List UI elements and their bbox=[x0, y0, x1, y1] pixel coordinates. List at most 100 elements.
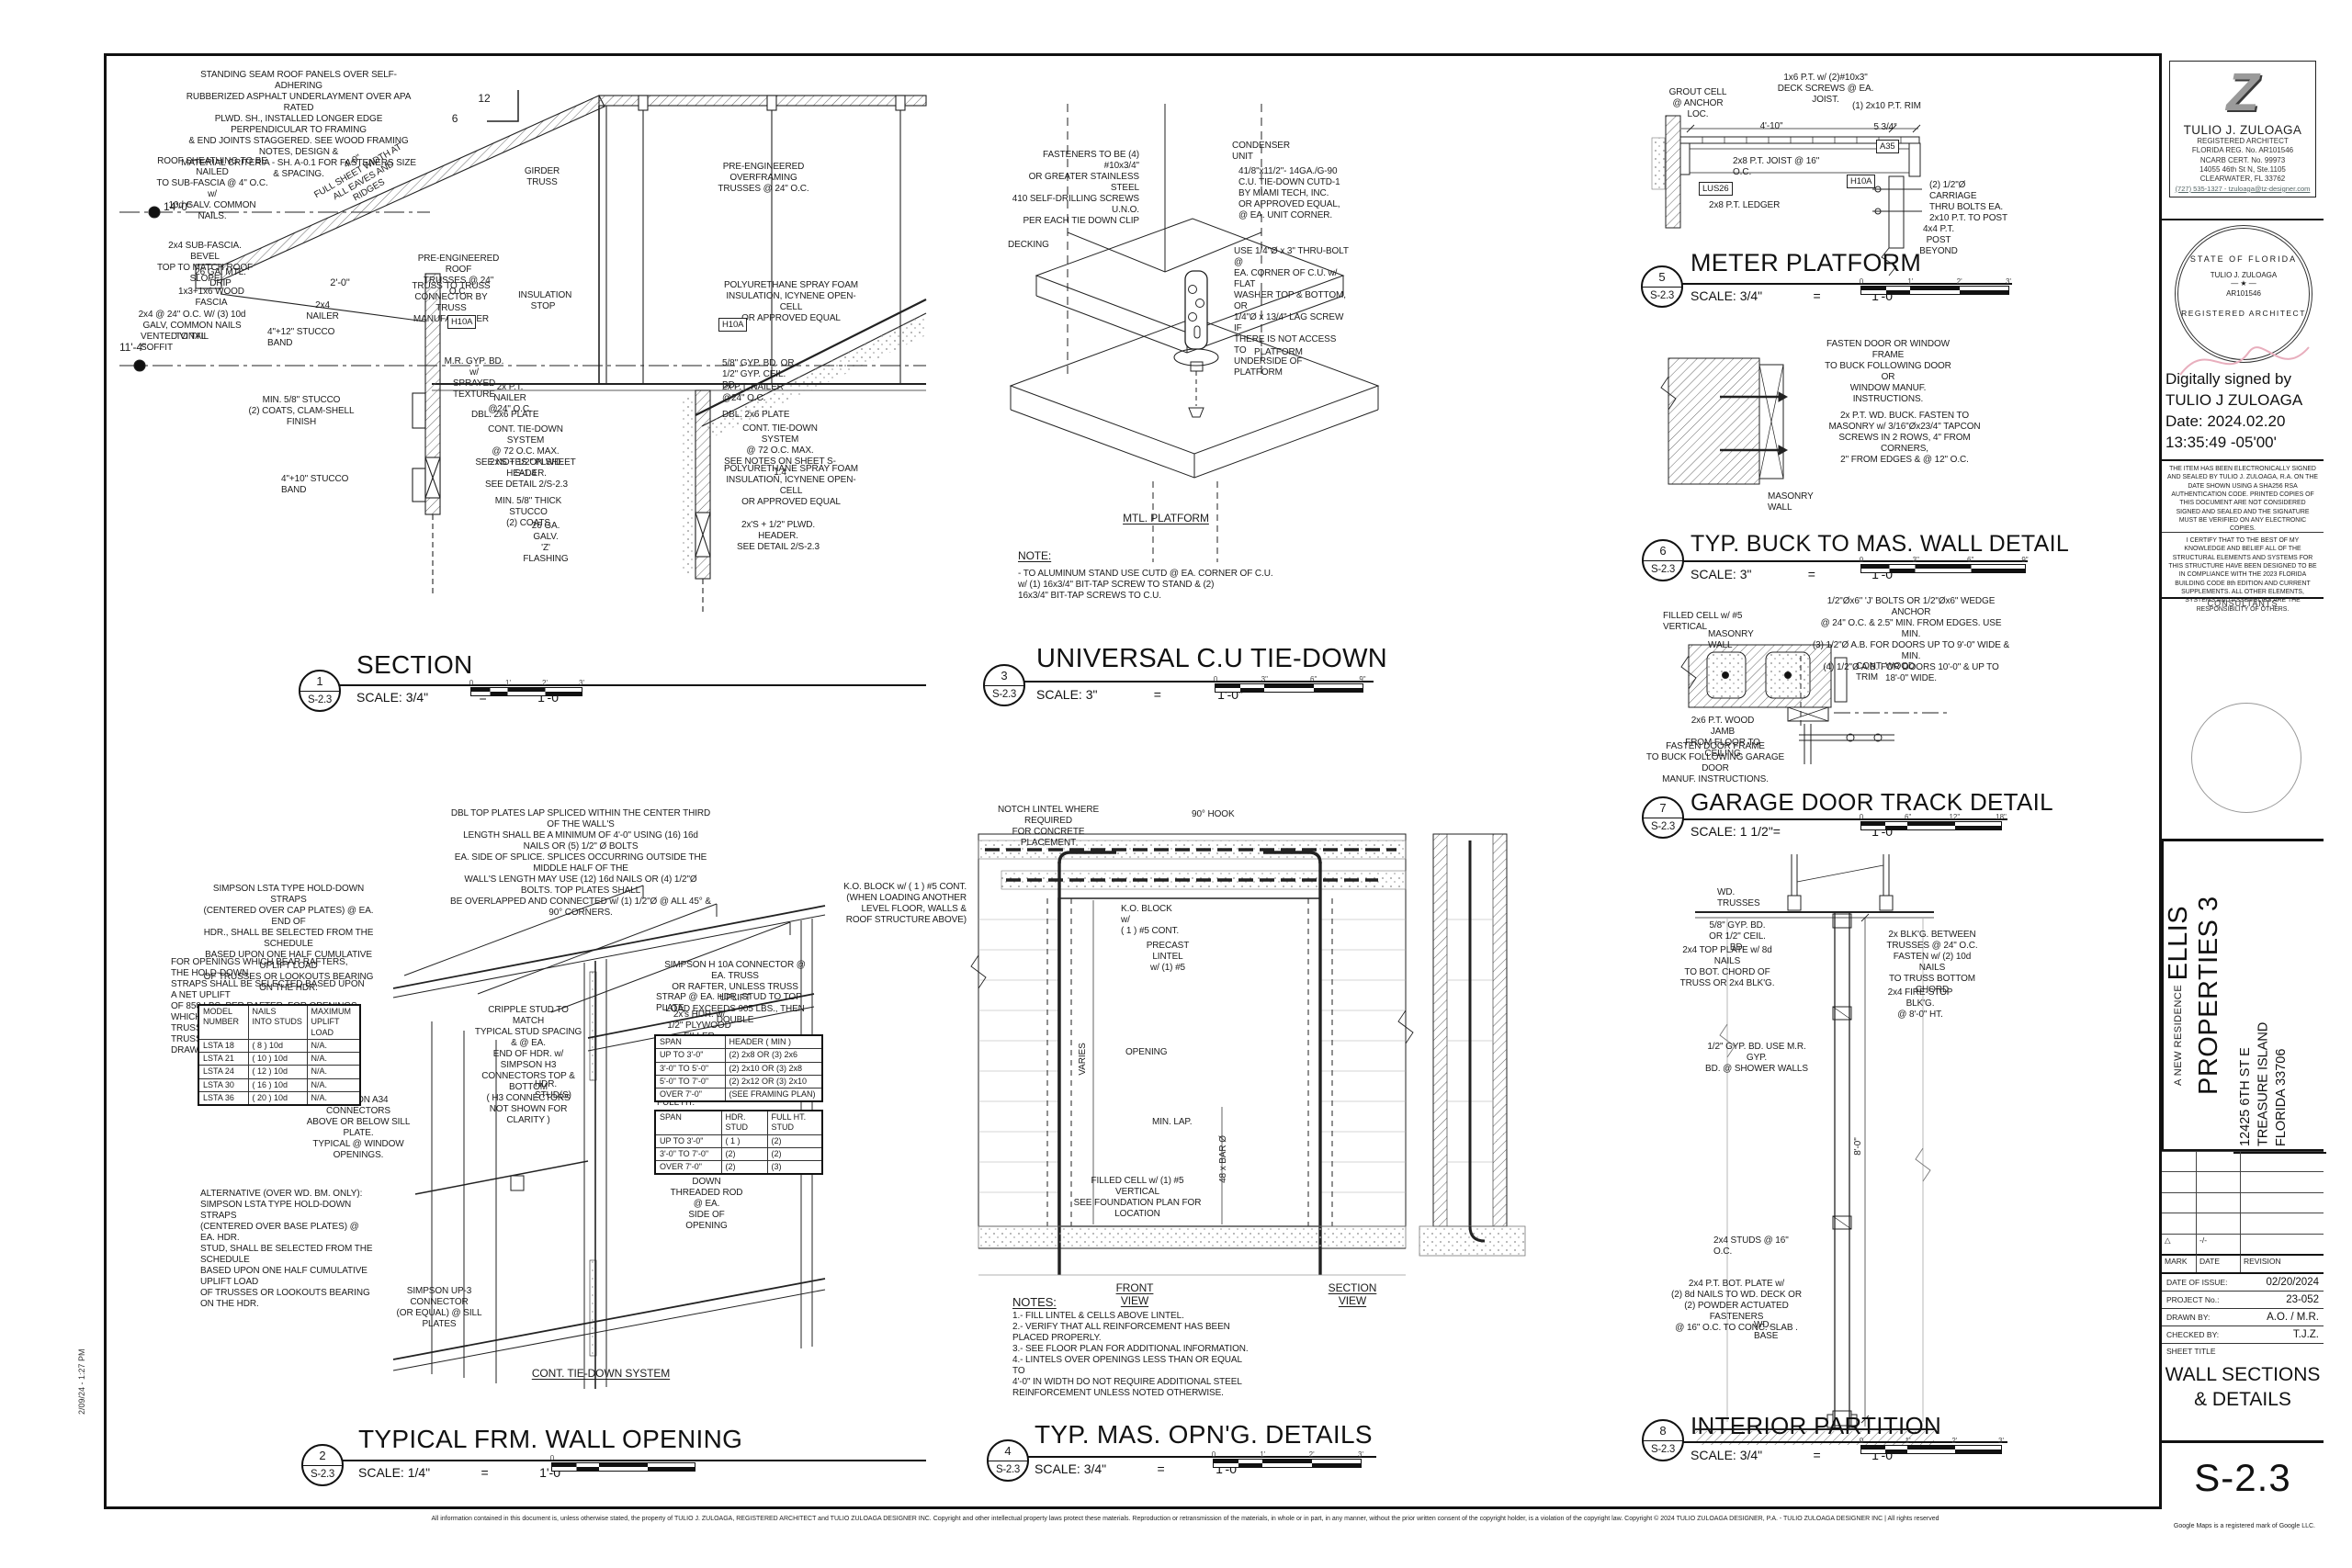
revision-header: MARK bbox=[2162, 1253, 2197, 1272]
annotation-label: H10A bbox=[1847, 175, 1876, 189]
sheet-title: WALL SECTIONS& DETAILS bbox=[2165, 1364, 2321, 1411]
detail-scale-6: SCALE: 3"=1'-0" bbox=[1690, 567, 1897, 581]
annotation-label: 2x4 NAILER bbox=[306, 300, 339, 321]
revision-header: DATE bbox=[2197, 1253, 2241, 1272]
detail-title-6: TYP. BUCK TO MAS. WALL DETAIL bbox=[1690, 531, 2070, 557]
annotation-label: 1/2" GYP. BD. USE M.R. GYP. BD. @ SHOWER… bbox=[1705, 1042, 1808, 1074]
detail-title-4: TYP. MAS. OPN'G. DETAILS bbox=[1035, 1420, 1373, 1449]
detail-title-8: INTERIOR PARTITION bbox=[1690, 1412, 1942, 1439]
annotation-label: LUS26 bbox=[1699, 182, 1733, 197]
annotation-label: MASONRY WALL bbox=[1768, 491, 1814, 513]
annotation-label: 2x P.T. WD. BUCK. FASTEN TO MASONRY w/ 3… bbox=[1828, 411, 1981, 465]
buck-detail-drawing bbox=[1660, 357, 1789, 485]
annotation-label: FASTENERS TO BE (4) #10x3/4" OR GREATER … bbox=[1012, 150, 1139, 226]
annotation-label: MTL. PLATFORM bbox=[1123, 512, 1209, 525]
detail-rule-6 bbox=[1649, 560, 2028, 562]
detail-title-2: TYPICAL FRM. WALL OPENING bbox=[358, 1425, 743, 1453]
detail-scale-2: SCALE: 1/4"=1'-0" bbox=[358, 1465, 565, 1480]
mas-opening-drawing bbox=[970, 833, 1526, 1276]
annotation-label: 41/8"x11/2"- 14GA./G-90 C.U. TIE-DOWN CU… bbox=[1238, 166, 1340, 220]
table-row: 3'-0" TO 5'-0"(2) 2x10 OR (3) 2x8 bbox=[654, 1061, 823, 1076]
annotation-label: VARIES bbox=[1078, 1043, 1088, 1076]
detail-rule-7 bbox=[1649, 818, 2007, 820]
annotation-label: CONT. WOOD TRIM bbox=[1856, 661, 1915, 682]
annotation-label: 5/8" GYP. BD. OR 1/2" CEIL. BD. bbox=[1709, 920, 1766, 953]
annotation-label: 14'-0" bbox=[164, 200, 191, 213]
annotation-label: 2x4 @ 24" O.C. W/ (3) 10d GALV, COMMON N… bbox=[138, 310, 246, 342]
annotation-label: PRE-ENGINEERED ROOF TRUSSES @ 24" O.C. bbox=[417, 254, 500, 297]
annotation-label: 2x4 TOP PLATE w/ 8d NAILS TO BOT. CHORD … bbox=[1679, 945, 1775, 988]
annotation-label: 2x4 STUDS @ 16" O.C. bbox=[1713, 1235, 1789, 1257]
annotation-label: K.O. BLOCK w/ ( 1 ) #5 CONT. (WHEN LOADI… bbox=[843, 882, 967, 925]
annotation-label: 2x4 FIRE-STOP BLK'G. @ 8'-0" HT. bbox=[1887, 987, 1953, 1020]
annotation-label: FASTEN DOOR FRAME TO BUCK FOLLOWING GARA… bbox=[1645, 741, 1785, 784]
detail-rule-5 bbox=[1649, 283, 2012, 285]
section-drawing bbox=[119, 90, 927, 614]
annotation-label: STANDING SEAM ROOF PANELS OVER SELF- ADH… bbox=[181, 70, 416, 179]
architect-contact-link[interactable]: (727) 535-1327 - tzuloaga@tz-designer.co… bbox=[2175, 184, 2311, 193]
project-block: A NEW RESIDENCE ELLIS PROPERTIES 3 12425… bbox=[2162, 839, 2326, 1154]
electronic-seal-note: THE ITEM HAS BEEN ELECTRONICALLY SIGNED … bbox=[2167, 466, 2318, 533]
consultants-label: CONSULTANTS bbox=[2207, 599, 2278, 608]
detail-title-3: UNIVERSAL C.U TIE-DOWN bbox=[1036, 644, 1388, 673]
annotation-label: PRECAST LINTEL w/ (1) #5 bbox=[1146, 941, 1190, 973]
annotation-label: OPENING bbox=[1125, 1047, 1168, 1057]
annotation-label: FASTEN DOOR OR WINDOW FRAME TO BUCK FOLL… bbox=[1825, 339, 1951, 404]
table-row: 3'-0" TO 7'-0"(2)(2) bbox=[654, 1146, 823, 1162]
signature-scribble bbox=[2179, 346, 2310, 376]
scale-bar-2: 0 bbox=[550, 1454, 695, 1472]
architect-info: Z TULIO J. ZULOAGA REGISTERED ARCHITECT … bbox=[2169, 61, 2316, 197]
detail-title-1: SECTION bbox=[356, 650, 473, 679]
annotation-label: 6 bbox=[451, 112, 458, 125]
annotation-label: 48 x BAR Ø bbox=[1218, 1135, 1228, 1183]
annotation-label: (2) 1/2"Ø CARRIAGE THRU BOLTS EA. 2x10 P… bbox=[1929, 180, 2008, 223]
google-notice: Google Maps is a registered mark of Goog… bbox=[2173, 1523, 2315, 1529]
copyright-notice: All information contained in this docume… bbox=[431, 1516, 1939, 1522]
detail-rule-3 bbox=[994, 681, 1374, 682]
annotation-label: 12 bbox=[478, 92, 491, 105]
annotation-label: 2x6 P.T. WOOD JAMB FROM FLOOR TO CEILING bbox=[1685, 716, 1760, 759]
project-name-cell: A NEW RESIDENCE ELLIS PROPERTIES 3 bbox=[2162, 841, 2233, 1149]
checked-by-row: CHECKED BY:T.J.Z. bbox=[2162, 1326, 2324, 1344]
annotation-label: MIN. 5/8" THICK STUCCO (2) COATS bbox=[494, 496, 562, 528]
detail-rule-4 bbox=[998, 1456, 1376, 1458]
annotation-label: 4x4 P.T. POST BEYOND bbox=[1919, 224, 1958, 256]
drawn-by-row: DRAWN BY:A.O. / M.R. bbox=[2162, 1309, 2324, 1326]
date-of-issue-row: DATE OF ISSUE:02/20/2024 bbox=[2162, 1274, 2324, 1292]
annotation-label: SIMPSON UP-3 CONNECTOR (OR EQUAL) @ SILL… bbox=[396, 1286, 482, 1329]
annotation-label: 26 GA. MTL. DRIP bbox=[195, 267, 246, 288]
architect-city: CLEARWATER, FL 33762 bbox=[2199, 175, 2286, 184]
annotation-label: K.O. BLOCK w/ ( 1 ) #5 CONT. bbox=[1121, 904, 1180, 936]
annotation-label: CONT. TIE-DOWN SYSTEM @ 72 O.C. MAX. SEE… bbox=[724, 423, 836, 478]
annotation-label: PLATFORM bbox=[1254, 347, 1303, 357]
table-row: UP TO 3'-0"(2) 2x8 OR (3) 2x6 bbox=[654, 1048, 823, 1063]
annotation-label: - TO ALUMINUM STAND USE CUTD @ EA. CORNE… bbox=[1018, 569, 1273, 601]
annotation-label: PRE-ENGINEERED OVERFRAMING TRUSSES @ 24"… bbox=[718, 162, 809, 194]
detail-title-5: METER PLATFORM bbox=[1690, 249, 1922, 276]
annotation-label: POLYURETHANE SPRAY FOAM INSULATION, ICYN… bbox=[723, 464, 859, 507]
project-subtitle: A NEW RESIDENCE bbox=[2173, 984, 2184, 1086]
annotation-label: CONDENSER UNIT bbox=[1232, 141, 1290, 162]
table-row: OVER 7'-0"(2)(3) bbox=[654, 1160, 823, 1175]
annotation-label: 2x4 P.T. BOT. PLATE w/ (2) 8d NAILS TO W… bbox=[1671, 1279, 1802, 1333]
detail-rule-1 bbox=[303, 684, 926, 686]
architect-reg: FLORIDA REG. No. AR101546 bbox=[2191, 146, 2294, 155]
annotation-label: DBL. 2x6 PLATE bbox=[471, 410, 539, 420]
consultant-seal-placeholder bbox=[2191, 703, 2301, 813]
annotation-label: 1.- FILL LINTEL & CELLS ABOVE LINTEL. 2.… bbox=[1012, 1311, 1249, 1398]
annotation-label: 2x8 P.T. LEDGER bbox=[1709, 200, 1781, 210]
